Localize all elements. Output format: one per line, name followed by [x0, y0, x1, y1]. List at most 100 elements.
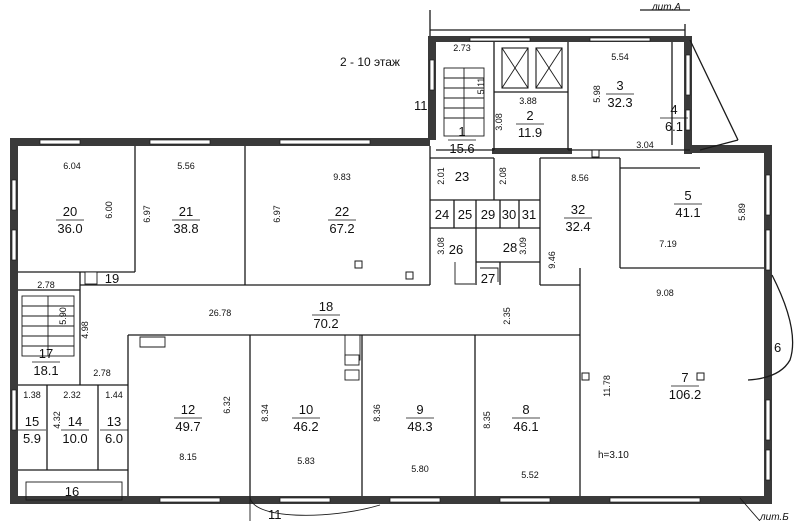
stair-left [21, 295, 75, 357]
room-number-26: 26 [449, 242, 463, 257]
room-area-7: 106.2 [669, 387, 702, 402]
room-area-9: 48.3 [407, 419, 432, 434]
room-area-10: 46.2 [293, 419, 318, 434]
height-note: h=3.10 [598, 450, 629, 461]
room-number-5: 5 [684, 188, 691, 203]
exterior-walls [10, 36, 772, 504]
dimension-label: 5.54 [611, 52, 629, 62]
dimension-label: 6.32 [222, 396, 232, 414]
dimension-label: 9.46 [547, 251, 557, 269]
room-number-14: 14 [68, 414, 82, 429]
room-area-13: 6.0 [105, 431, 123, 446]
dimension-label: 7.19 [659, 239, 677, 249]
windows [11, 37, 771, 503]
room-number-28: 28 [503, 240, 517, 255]
room-area-14: 10.0 [62, 431, 87, 446]
room-area-8: 46.1 [513, 419, 538, 434]
room-area-15: 5.9 [23, 431, 41, 446]
dimension-label: 2.73 [453, 43, 471, 53]
room-number-27: 27 [481, 271, 495, 286]
dimension-label: 5.83 [297, 456, 315, 466]
curved-wall-right [747, 274, 794, 381]
room-number-25: 25 [458, 207, 472, 222]
dimension-label: 3.08 [494, 113, 504, 131]
dimension-label: 26.78 [209, 308, 232, 318]
dimension-label: 11.78 [602, 375, 612, 397]
dimension-label: 6.97 [272, 205, 282, 223]
lit-a-label: лит.А [651, 2, 681, 13]
room-area-20: 36.0 [57, 221, 82, 236]
axis-marker-6: 6 [774, 340, 781, 355]
room-number-29: 29 [481, 207, 495, 222]
room-area-5: 41.1 [675, 205, 700, 220]
dimension-label: 5.52 [521, 470, 539, 480]
dimension-label: 3.09 [518, 237, 528, 255]
room-number-30: 30 [502, 207, 516, 222]
room-area-1: 15.6 [449, 141, 474, 156]
dimension-label: 2.78 [37, 280, 55, 290]
room-number-15: 15 [25, 414, 39, 429]
dimension-labels: 2.735.113.885.545.983.083.046.046.005.56… [23, 43, 747, 480]
room-number-18: 18 [319, 299, 333, 314]
dimension-label: 2.35 [502, 307, 512, 325]
dimension-label: 8.56 [571, 173, 589, 183]
room-area-21: 38.8 [173, 221, 198, 236]
room-number-24: 24 [435, 207, 449, 222]
dimension-label: 9.83 [333, 172, 351, 182]
room-number-17: 17 [39, 346, 53, 361]
dimension-label: 2.78 [93, 368, 111, 378]
dimension-label: 4.32 [52, 411, 62, 429]
room-area-12: 49.7 [175, 419, 200, 434]
dimension-label: 1.38 [23, 390, 41, 400]
room-area-18: 70.2 [313, 316, 338, 331]
room-number-10: 10 [299, 402, 313, 417]
dimension-label: 5.80 [411, 464, 429, 474]
room-number-3: 3 [616, 78, 623, 93]
room-number-4: 4 [670, 102, 677, 117]
dimension-label: 8.34 [260, 404, 270, 422]
top-marker-bracket [429, 9, 690, 36]
room-area-22: 67.2 [329, 221, 354, 236]
room-number-2: 2 [526, 108, 533, 123]
dimension-label: 1.44 [105, 390, 123, 400]
room-number-21: 21 [179, 204, 193, 219]
stair-top [443, 67, 485, 137]
room-area-32: 32.4 [565, 219, 590, 234]
dimension-label: 8.35 [482, 411, 492, 429]
dimension-label: 5.98 [592, 85, 602, 103]
doors [84, 262, 499, 381]
partitions [18, 42, 764, 496]
dimension-label: 2.08 [498, 167, 508, 185]
room-area-4: 6.1 [665, 119, 683, 134]
dimension-label: 3.08 [436, 237, 446, 255]
dimension-label: 6.04 [63, 161, 81, 171]
room-number-12: 12 [181, 402, 195, 417]
room-area-17: 18.1 [33, 363, 58, 378]
dimension-label: 5.89 [737, 203, 747, 221]
dimension-label: 4.98 [80, 321, 90, 339]
lit-b-label: лит.Б [759, 512, 789, 521]
room-number-20: 20 [63, 204, 77, 219]
dimension-label: 5.56 [177, 161, 195, 171]
dimension-label: 6.00 [104, 201, 114, 219]
dimension-label: 3.04 [636, 140, 654, 150]
axis-marker-11-bottom: 11 [268, 507, 282, 521]
room-number-23: 23 [455, 169, 469, 184]
bottom-curve [249, 490, 761, 521]
dimension-label: 2.32 [63, 390, 81, 400]
room-number-13: 13 [107, 414, 121, 429]
dimension-label: 5.90 [58, 307, 68, 325]
annex-outline [689, 39, 739, 151]
room-area-2: 11.9 [518, 125, 542, 140]
dimension-label: 6.97 [142, 205, 152, 223]
room-number-31: 31 [522, 207, 536, 222]
axis-marker-11-left: 11 [414, 98, 428, 113]
room-number-19: 19 [105, 271, 119, 286]
room-number-1: 1 [458, 124, 465, 139]
elevator-shafts [501, 47, 563, 89]
room-number-32: 32 [571, 202, 585, 217]
room-number-16: 16 [65, 484, 79, 499]
floors-label: 2 - 10 этаж [340, 55, 400, 69]
